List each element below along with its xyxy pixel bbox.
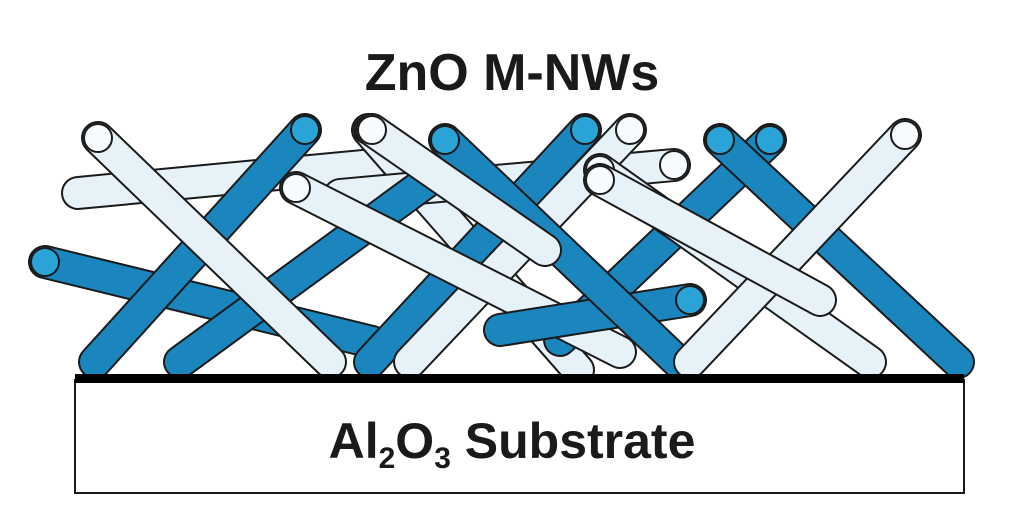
substrate-label-o: O	[395, 413, 434, 469]
nanowire-body	[357, 115, 560, 265]
nanowire-end-cap	[281, 173, 311, 203]
nanowire-end-cap	[570, 115, 600, 145]
nanowire-end-cap	[890, 120, 920, 150]
substrate-box	[74, 379, 965, 494]
substrate-label-sub3: 3	[434, 442, 451, 475]
substrate-label: Al2O3 Substrate	[329, 413, 696, 475]
nanowire-end-cap	[430, 125, 460, 155]
nanowire-body	[675, 120, 920, 377]
nanowire-end-cap	[30, 247, 60, 277]
nanowire-end-cap	[675, 285, 705, 315]
nanowire-body	[355, 115, 600, 377]
substrate-top-layer	[75, 374, 964, 383]
nanowire-end-cap	[585, 165, 615, 195]
light-nanowire	[583, 163, 837, 317]
nanowire-body	[485, 285, 705, 345]
substrate-label-al: Al	[329, 413, 379, 469]
nanowire-end-cap	[755, 125, 785, 155]
diagram-title: ZnO M-NWs	[365, 44, 660, 102]
nanowire-body	[165, 157, 455, 377]
nanowire-end-cap	[615, 115, 645, 145]
light-nanowire	[673, 118, 922, 379]
nanowire-body	[585, 165, 835, 315]
nanowire-layer	[28, 113, 975, 387]
nanowire-end-cap	[659, 150, 689, 180]
nanowire-end-cap	[83, 123, 113, 153]
nanowire-end-cap	[705, 125, 735, 155]
substrate: Al2O3 Substrate	[74, 374, 965, 494]
dark-nanowire	[353, 113, 602, 379]
dark-nanowire	[703, 123, 975, 379]
light-nanowire	[81, 121, 347, 379]
nanowire-body	[83, 123, 345, 377]
light-nanowire	[355, 113, 562, 267]
nanowire-end-cap	[357, 115, 387, 145]
substrate-label-word: Substrate	[451, 413, 696, 469]
substrate-label-sub2: 2	[379, 442, 396, 475]
dark-nanowire	[483, 283, 707, 347]
nanowire-body	[705, 125, 973, 377]
nanowire-end-cap	[290, 115, 320, 145]
